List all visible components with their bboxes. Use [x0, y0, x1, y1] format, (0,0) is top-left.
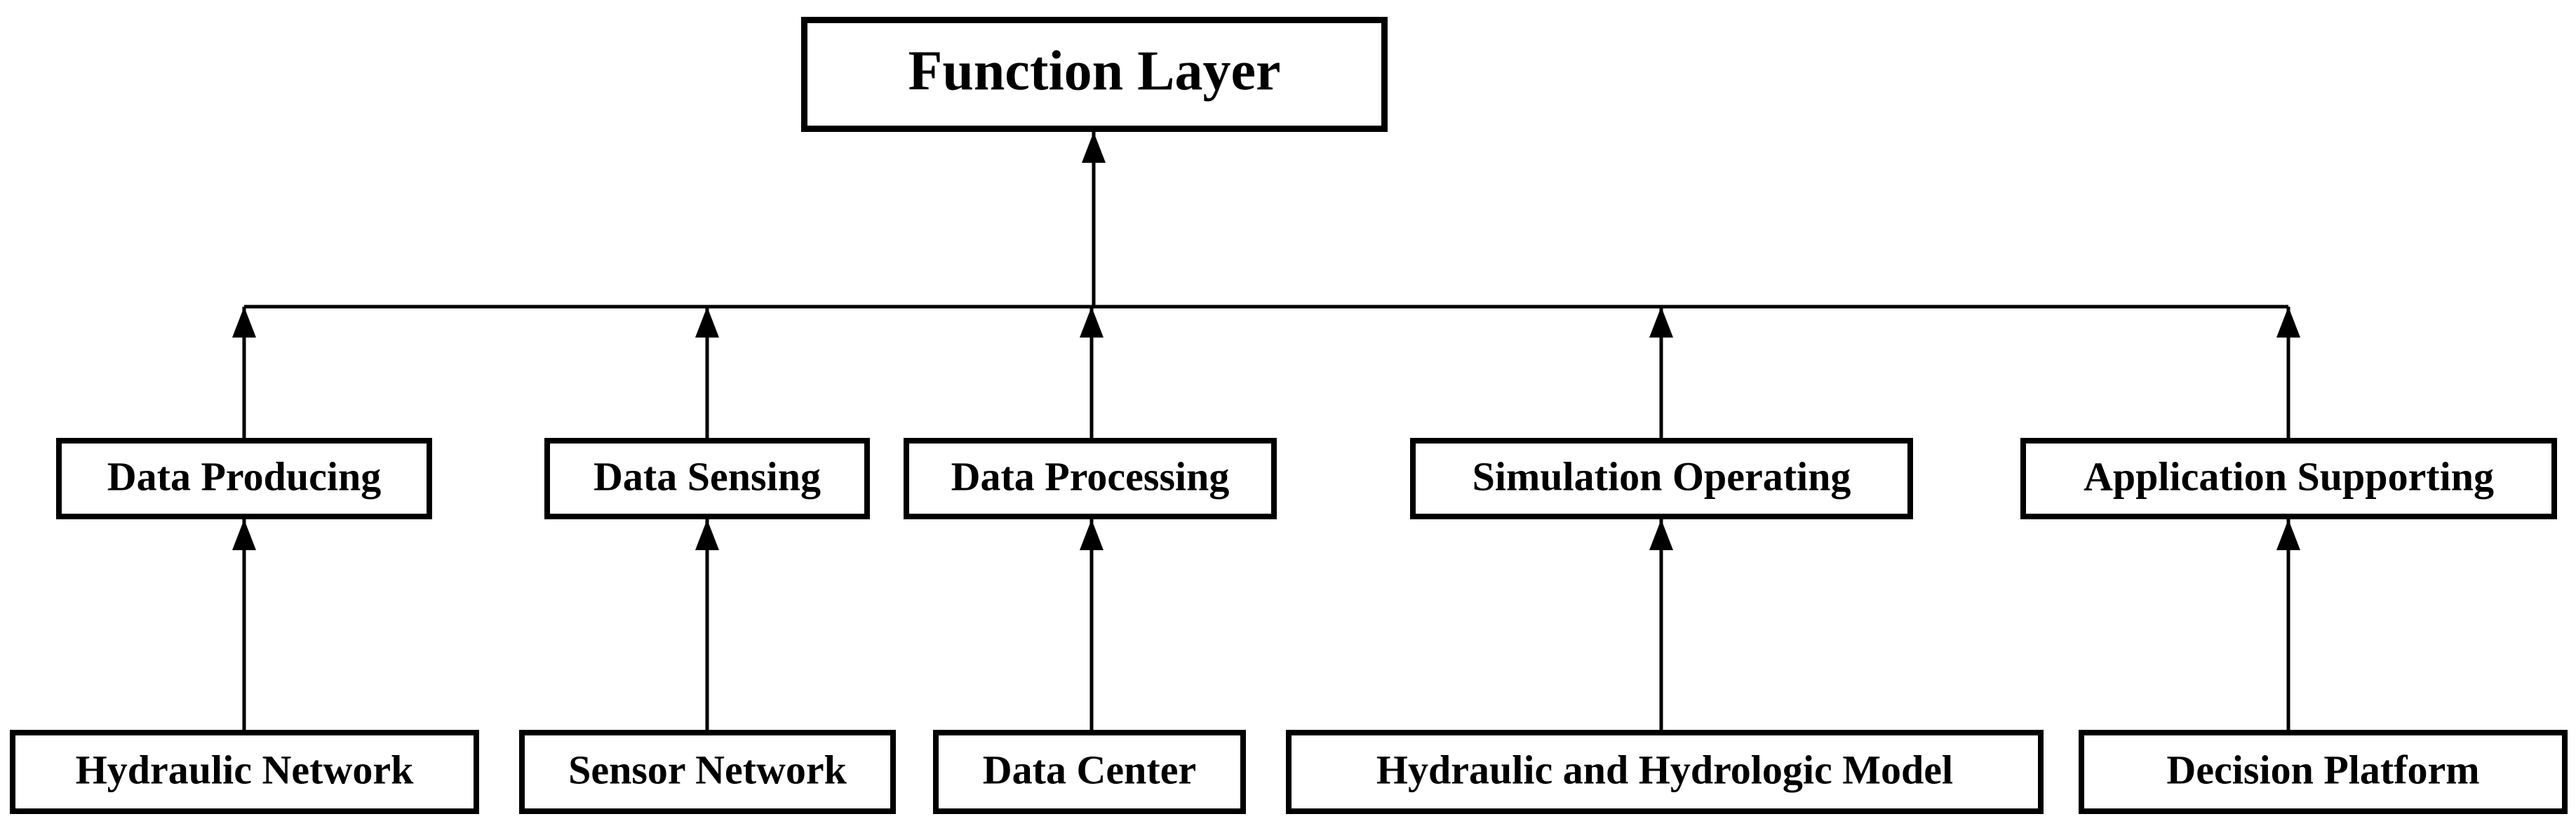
- function-label: Data Processing: [951, 453, 1230, 499]
- resource-label: Sensor Network: [568, 747, 847, 792]
- root-node: Function Layer: [801, 17, 1388, 132]
- root-box: [801, 17, 1388, 132]
- function-to-bus-connector-1-arrowhead-icon: [695, 307, 719, 338]
- resource-to-function-connector-3: [1649, 519, 1673, 730]
- function-box: [544, 438, 870, 519]
- function-to-bus-connector-0-arrowhead-icon: [232, 307, 256, 338]
- resource-box: [10, 730, 479, 814]
- resource-to-function-connector-1-arrowhead-icon: [695, 519, 719, 550]
- function-to-bus-connector-4: [2276, 307, 2300, 438]
- function-to-bus-connector-3-arrowhead-icon: [1649, 307, 1673, 338]
- function-to-bus-connector-2: [1080, 307, 1103, 438]
- resource-node: Hydraulic and Hydrologic Model: [1286, 730, 2044, 814]
- resource-box: [519, 730, 896, 814]
- resource-node: Data Center: [933, 730, 1246, 814]
- function-node: Simulation Operating: [1410, 438, 1913, 519]
- bus-to-root-connector: [1082, 132, 1106, 307]
- resource-box: [933, 730, 1246, 814]
- resource-box: [2079, 730, 2568, 814]
- resource-node: Sensor Network: [519, 730, 896, 814]
- function-node: Application Supporting: [2020, 438, 2557, 519]
- resource-to-function-connector-2-arrowhead-icon: [1080, 519, 1103, 550]
- function-label: Data Sensing: [593, 453, 821, 499]
- function-box: [56, 438, 432, 519]
- resource-to-function-connector-2: [1080, 519, 1103, 730]
- resource-to-function-connector-0-arrowhead-icon: [232, 519, 256, 550]
- resource-label: Data Center: [983, 747, 1196, 792]
- resource-label: Decision Platform: [2166, 747, 2479, 792]
- resource-label: Hydraulic Network: [76, 747, 414, 792]
- function-label: Application Supporting: [2084, 453, 2494, 499]
- function-node: Data Producing: [56, 438, 432, 519]
- function-label: Simulation Operating: [1473, 453, 1851, 499]
- function-to-bus-connector-0: [232, 307, 256, 438]
- resource-to-function-connector-4: [2276, 519, 2300, 730]
- function-to-bus-connector-3: [1649, 307, 1673, 438]
- resource-to-function-connector-0: [232, 519, 256, 730]
- connectors-group: [232, 132, 2300, 730]
- resource-node: Decision Platform: [2079, 730, 2568, 814]
- function-to-bus-connector-1: [695, 307, 719, 438]
- resource-node: Hydraulic Network: [10, 730, 479, 814]
- function-node: Data Processing: [904, 438, 1277, 519]
- function-node: Data Sensing: [544, 438, 870, 519]
- function-box: [2020, 438, 2557, 519]
- root-label: Function Layer: [908, 40, 1280, 102]
- resource-to-function-connector-4-arrowhead-icon: [2276, 519, 2300, 550]
- bus-to-root-connector-arrowhead-icon: [1082, 132, 1106, 163]
- function-label: Data Producing: [107, 453, 381, 499]
- resource-box: [1286, 730, 2044, 814]
- resource-label: Hydraulic and Hydrologic Model: [1376, 747, 1953, 792]
- function-to-bus-connector-4-arrowhead-icon: [2276, 307, 2300, 338]
- resource-to-function-connector-1: [695, 519, 719, 730]
- function-box: [904, 438, 1277, 519]
- resource-to-function-connector-3-arrowhead-icon: [1649, 519, 1673, 550]
- function-to-bus-connector-2-arrowhead-icon: [1080, 307, 1103, 338]
- function-box: [1410, 438, 1913, 519]
